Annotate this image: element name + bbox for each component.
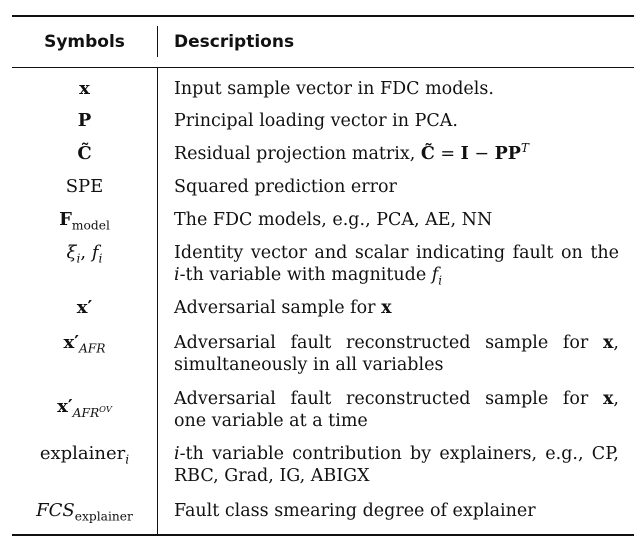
- description-cell: Adversarial fault reconstructed sample f…: [174, 388, 619, 432]
- math-identity: I: [460, 144, 469, 164]
- header-symbols: Symbols: [44, 32, 125, 52]
- header-rule: [12, 67, 634, 68]
- symbol-prime: ′: [67, 396, 73, 417]
- symbol-cell: x′AFROV: [12, 396, 157, 420]
- description-cell: Residual projection matrix, C̃ = I − PPT: [174, 141, 619, 165]
- description-line: simultaneously in all variables: [174, 355, 444, 375]
- math-transpose: T: [520, 141, 529, 156]
- description-cell: The FDC models, e.g., PCA, AE, NN: [174, 209, 619, 231]
- symbol-cell: C̃: [12, 143, 157, 165]
- description-line: RBC, Grad, IG, ABIGX: [174, 466, 370, 486]
- symbol-main: x: [76, 297, 88, 318]
- math-minus: −: [468, 144, 495, 164]
- description-text: Adversarial fault reconstructed sample f…: [174, 389, 603, 409]
- symbol-main: ξ: [66, 242, 77, 263]
- symbol-main: SPE: [65, 176, 104, 197]
- symbol-subscript: i: [125, 452, 130, 467]
- description-cell: Input sample vector in FDC models.: [174, 78, 619, 100]
- description-text: Residual projection matrix,: [174, 144, 421, 164]
- description-line: Squared prediction error: [174, 177, 397, 197]
- symbol-subscript-2: i: [98, 251, 103, 266]
- symbol-main: P: [77, 110, 92, 131]
- symbol-prime: ′: [74, 332, 79, 353]
- math-var-i: i: [174, 265, 180, 285]
- description-text: -th variable contribution by explainers,…: [179, 444, 619, 464]
- symbol-main: FCS: [36, 500, 75, 521]
- symbol-main: x: [57, 396, 68, 417]
- symbol-main: x: [63, 332, 75, 353]
- symbol-cell: SPE: [12, 176, 157, 198]
- symbol-main-2: f: [91, 242, 99, 263]
- math-pp: PP: [494, 144, 521, 164]
- description-line: Input sample vector in FDC models.: [174, 79, 494, 99]
- symbol-cell: x: [12, 78, 157, 100]
- description-cell: Adversarial fault reconstructed sample f…: [174, 332, 619, 376]
- header-descriptions: Descriptions: [174, 32, 295, 52]
- symbol-cell: Fmodel: [12, 209, 157, 233]
- description-line: Fault class smearing degree of explainer: [174, 501, 536, 521]
- math-var-f: f: [431, 265, 439, 285]
- math-var-x: x: [381, 298, 392, 318]
- description-cell: Adversarial sample for x: [174, 297, 619, 319]
- description-line: Identity vector and scalar indicating fa…: [174, 243, 619, 263]
- description-line: The FDC models, e.g., PCA, AE, NN: [174, 210, 493, 230]
- column-divider-body: [157, 68, 158, 534]
- symbol-main: F: [59, 209, 72, 230]
- description-comma: ,: [613, 333, 619, 353]
- symbol-cell: ξi, fi: [12, 242, 157, 266]
- math-var-i: i: [174, 444, 180, 464]
- description-line: one variable at a time: [174, 411, 368, 431]
- description-cell: Squared prediction error: [174, 176, 619, 198]
- description-line: Principal loading vector in PCA.: [174, 111, 458, 131]
- description-text: Adversarial fault reconstructed sample f…: [174, 333, 603, 353]
- description-text: -th variable with magnitude: [179, 265, 432, 285]
- symbol-cell: P: [12, 110, 157, 132]
- description-text: Adversarial sample for: [174, 298, 382, 318]
- math-c-tilde: C̃: [420, 144, 435, 164]
- description-cell: Principal loading vector in PCA.: [174, 110, 619, 132]
- math-equals: =: [434, 144, 461, 164]
- symbol-cell: explaineri: [12, 443, 157, 467]
- symbol-cell: x′AFR: [12, 332, 157, 356]
- math-var-x: x: [602, 389, 614, 409]
- symbol-subscript-superscript: OV: [99, 403, 112, 414]
- description-cell: i-th variable contribution by explainers…: [174, 443, 619, 487]
- symbol-subscript: explainer: [74, 509, 133, 524]
- symbol-subscript: AFR: [72, 405, 100, 420]
- symbol-main: explainer: [39, 443, 126, 464]
- symbol-cell: x′: [12, 297, 157, 319]
- description-comma: ,: [613, 389, 619, 409]
- description-cell: Fault class smearing degree of explainer: [174, 500, 619, 522]
- symbol-prime: ′: [87, 297, 93, 318]
- top-rule: [12, 15, 634, 17]
- symbol-separator: ,: [80, 242, 92, 263]
- symbol-subscript: i: [76, 251, 81, 266]
- math-var-f-subscript: i: [438, 273, 443, 288]
- bottom-rule: [12, 534, 634, 536]
- column-divider-header: [157, 26, 158, 57]
- symbol-subscript: AFR: [78, 341, 106, 356]
- symbol-subscript: model: [71, 218, 110, 233]
- symbol-main: x: [79, 78, 90, 99]
- symbol-main: C̃: [77, 143, 92, 164]
- description-cell: Identity vector and scalar indicating fa…: [174, 242, 619, 286]
- math-var-x: x: [602, 333, 614, 353]
- symbol-cell: FCSexplainer: [12, 500, 157, 524]
